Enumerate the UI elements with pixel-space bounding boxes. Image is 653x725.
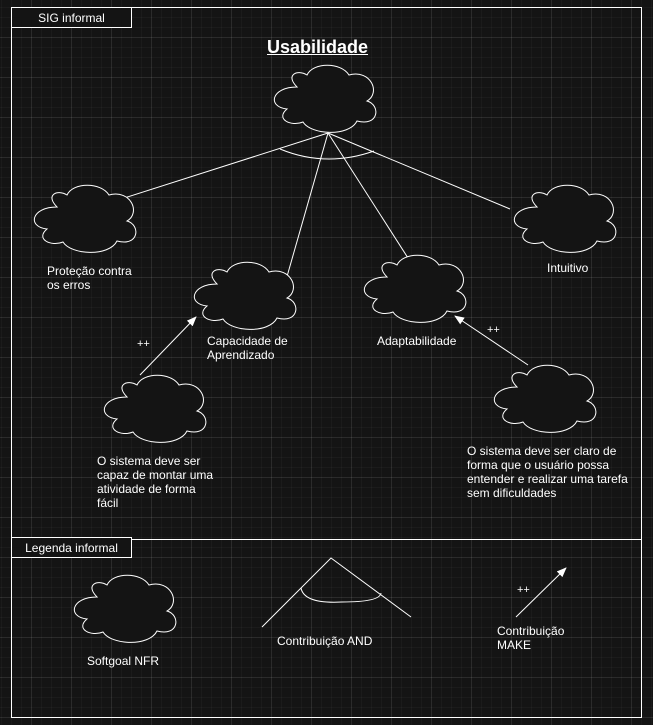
cloud-aprendizado (193, 261, 297, 330)
cloud-operationalization-montar (103, 374, 207, 443)
contribution-symbol-montar: ++ (137, 338, 150, 350)
legend-panel-tab: Legenda informal (11, 537, 132, 558)
softgoal-label-aprendizado: Capacidade de Aprendizado (207, 334, 288, 362)
cloud-protecao (33, 184, 137, 253)
link-root-adaptabilidade (327, 132, 409, 259)
softgoal-label-protecao: Proteção contra os erros (47, 264, 132, 292)
contribution-arrow-montar (139, 316, 197, 376)
legend-and-label: Contribuição AND (277, 634, 373, 648)
cloud-operationalization-claro (493, 364, 597, 433)
link-root-aprendizado (285, 132, 329, 281)
legend-make-label: Contribuição MAKE (497, 624, 565, 652)
contribution-links (139, 315, 529, 376)
cloud-intuitivo (513, 184, 617, 253)
cloud-adaptabilidade (363, 254, 467, 323)
legend-panel (11, 539, 642, 718)
and-decomposition-links (117, 132, 511, 281)
softgoal-label-adaptabilidade: Adaptabilidade (377, 334, 457, 348)
legend-softgoal-cloud (73, 574, 177, 643)
legend-make-arrow (515, 567, 567, 618)
softgoal-clouds (33, 64, 617, 643)
operationalization-label-montar: O sistema deve ser capaz de montar uma a… (97, 454, 214, 510)
legend-make-symbol: ++ (517, 584, 530, 596)
contribution-arrow-claro (454, 315, 529, 366)
contribution-symbol-claro: ++ (487, 324, 500, 336)
and-arc-root (279, 148, 375, 160)
sig-panel-tab: SIG informal (11, 7, 132, 28)
root-softgoal-label: Usabilidade (267, 37, 369, 57)
link-root-intuitivo (327, 132, 511, 210)
legend-softgoal-label: Softgoal NFR (87, 654, 160, 668)
legend-and-symbol (261, 557, 412, 628)
operationalization-label-claro: O sistema deve ser claro de forma que o … (467, 444, 628, 500)
link-root-protecao (117, 132, 329, 201)
softgoal-label-intuitivo: Intuitivo (547, 261, 589, 275)
cloud-root-usabilidade (273, 64, 377, 133)
